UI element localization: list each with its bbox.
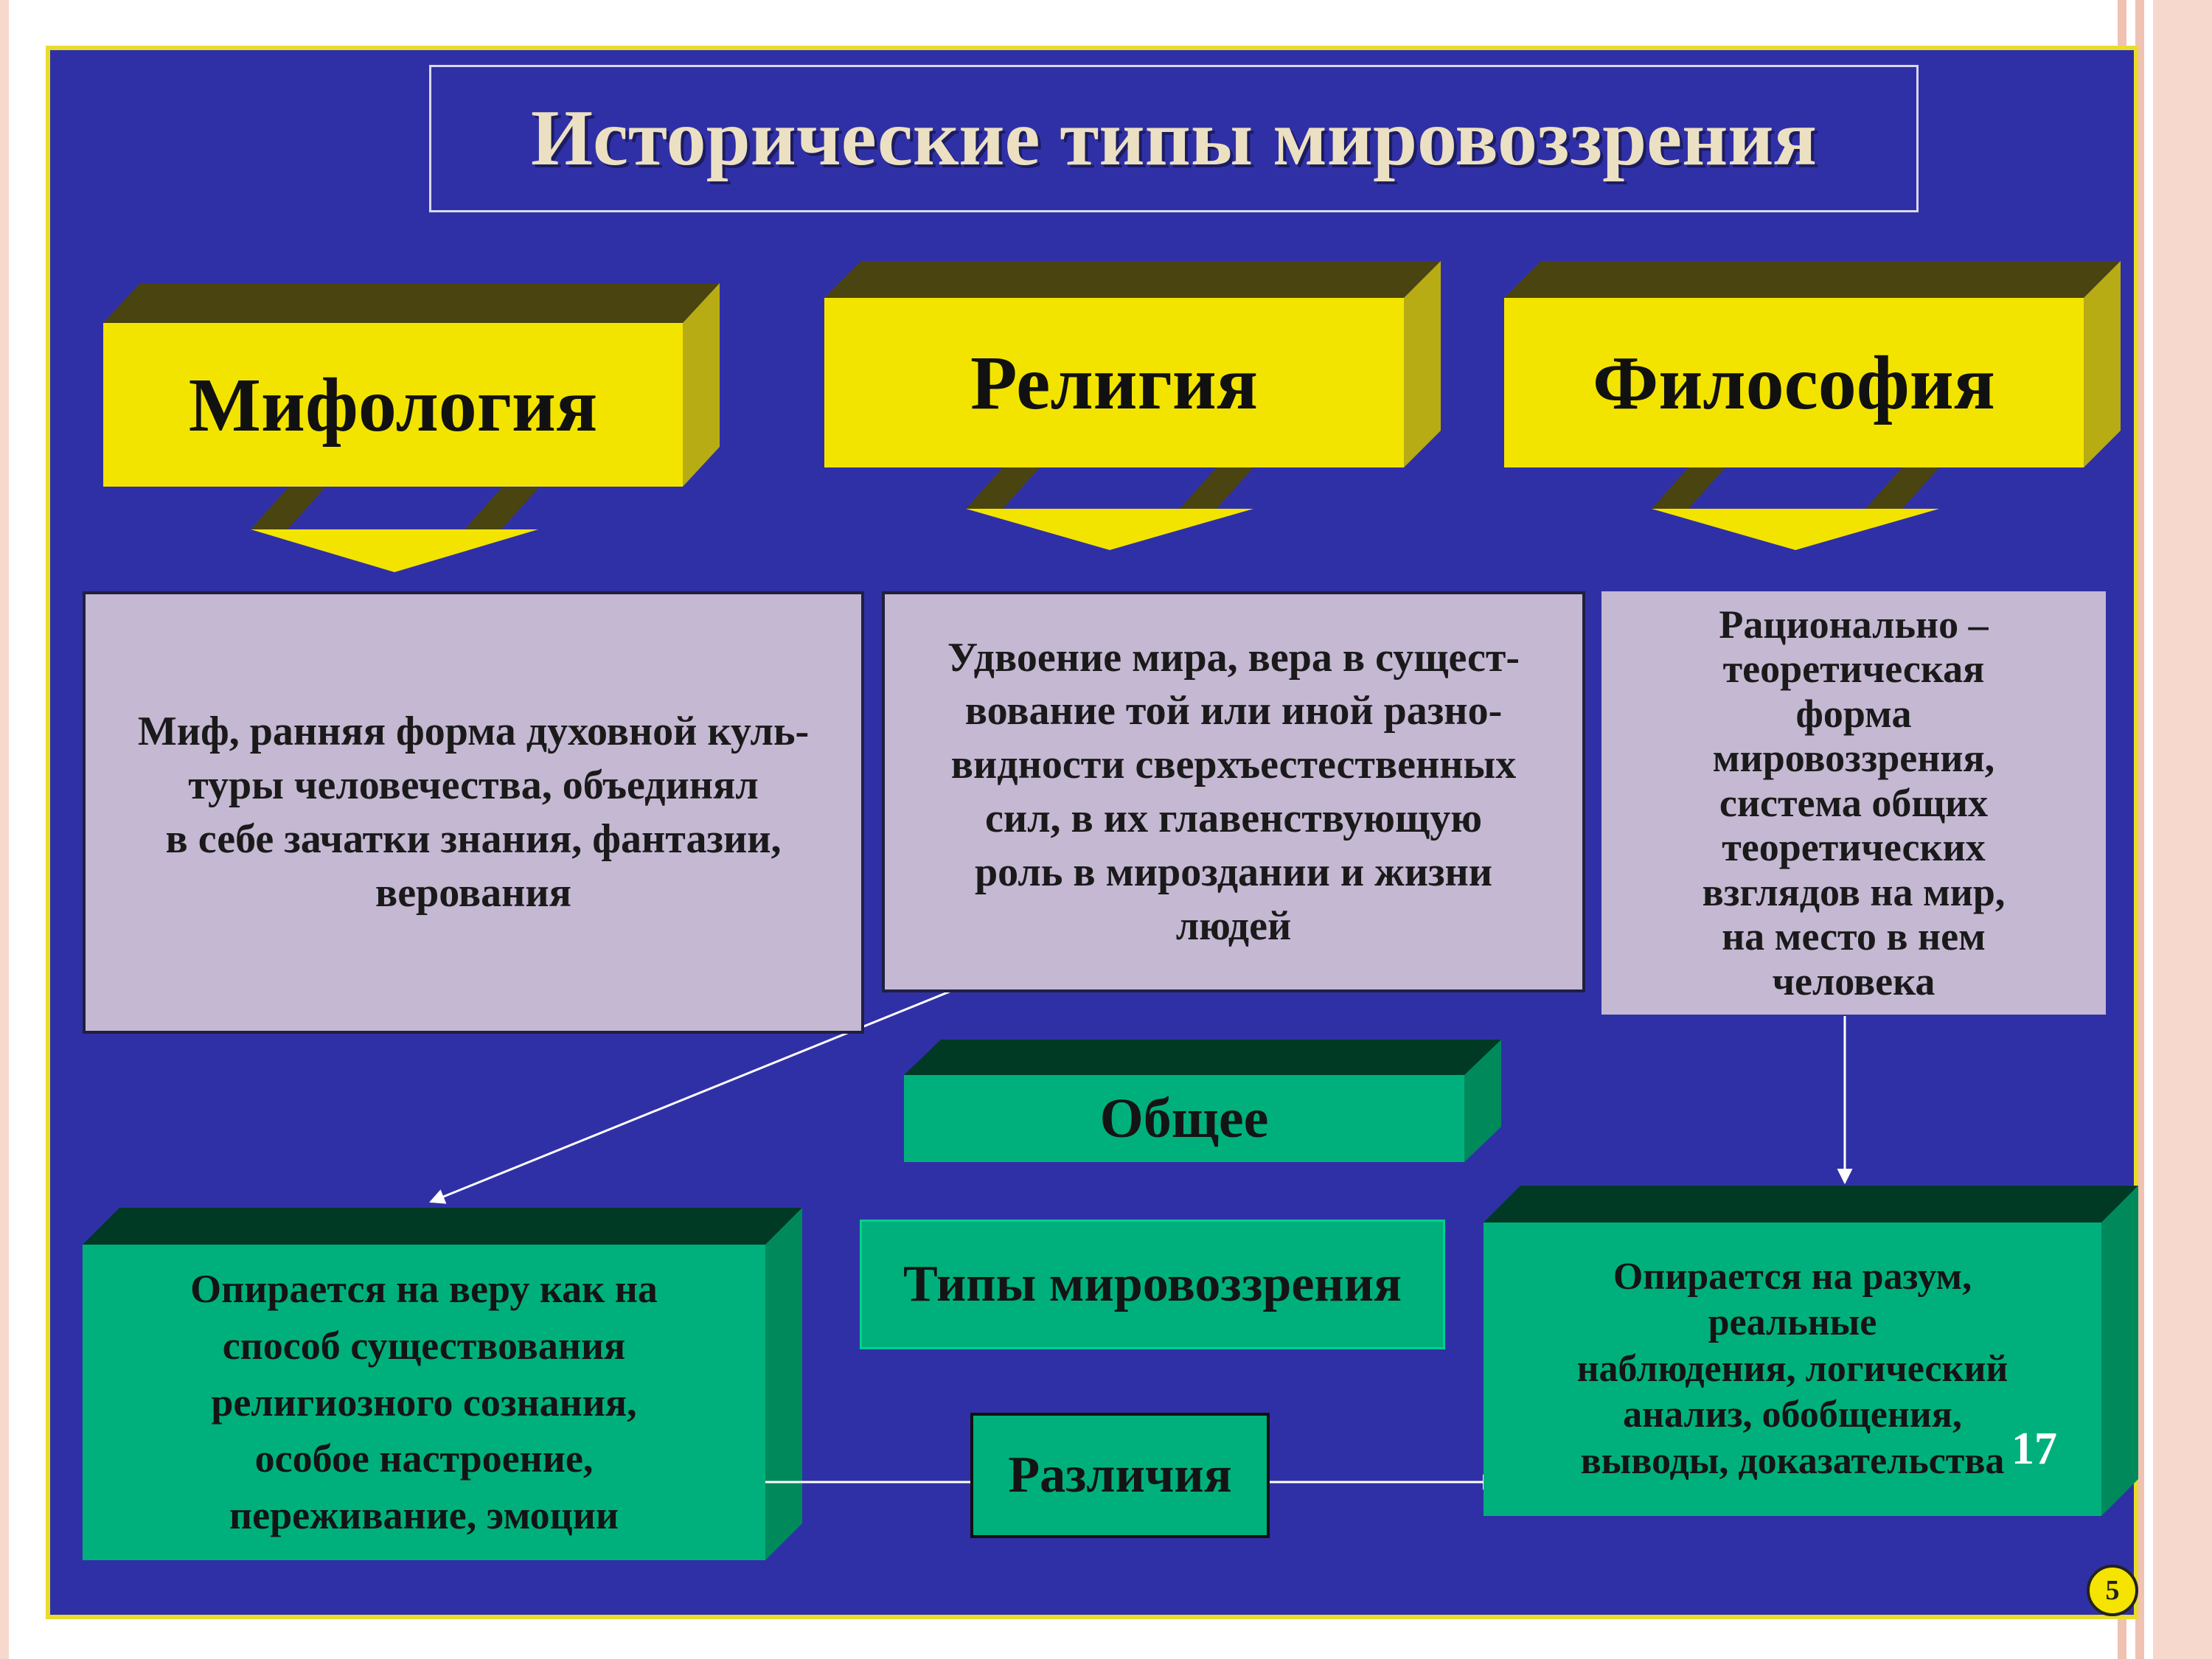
philosophy-description: Рационально – теоретическая форма мирово… [1601,591,2106,1015]
common-box-top [904,1040,1501,1075]
philosophy-arrow-tip [1652,509,1939,550]
common-box-side [1464,1040,1501,1162]
title-box: Исторические типы мировоззрения [429,65,1919,212]
differences-box: Различия [970,1413,1270,1538]
philosophy-box-top [1504,261,2121,298]
mythology-arrow-tip [251,529,538,572]
religion-basis-side [765,1208,802,1560]
frame-stripe [2153,0,2212,1659]
mythology-arrow-right-tab [465,488,538,529]
religion-label: Религия [970,340,1258,425]
mythology-arrow-left-tab [251,488,324,529]
religion-box-side [1404,261,1441,467]
philosophy-basis-side [2101,1186,2138,1516]
religion-arrow-right-tab [1180,467,1253,509]
worldview-types-box: Типы мировоззрения [860,1220,1445,1349]
philosophy-basis-top [1484,1186,2138,1222]
slide-badge: 5 [2087,1565,2138,1616]
religion-arrow-tip [966,509,1253,550]
mythology-box-top [103,283,720,323]
religion-arrow-left-tab [966,467,1040,509]
philosophy-label: Философия [1593,340,1995,425]
religion-description: Удвоение мира, вера в сущест- вование то… [882,591,1585,992]
philosophy-header: Философия [1504,298,2084,467]
religion-box-top [824,261,1441,298]
mythology-header: Мифология [103,323,683,487]
slide-title: Исторические типы мировоззрения [531,94,1817,182]
philosophy-arrow-right-tab [1865,467,1939,509]
religion-basis-top [83,1208,802,1245]
philosophy-basis-box: Опирается на разум, реальные наблюдения,… [1484,1222,2101,1516]
philosophy-arrow-left-tab [1652,467,1725,509]
mythology-label: Мифология [188,362,598,448]
page-frame-left [0,0,9,1659]
philosophy-box-side [2084,261,2121,467]
worldview-types-label: Типы мировоззрения [903,1256,1402,1312]
religion-to-basis-arrow [429,990,952,1204]
religion-header: Религия [824,298,1404,467]
mythology-description: Миф, ранняя форма духовной куль- туры че… [83,591,864,1034]
common-box: Общее [904,1075,1464,1162]
differences-label: Различия [1008,1447,1232,1503]
common-label: Общее [1099,1087,1269,1150]
religion-basis-box: Опирается на веру как на способ существо… [83,1245,765,1560]
mythology-box-side [683,283,720,487]
page-number: 17 [2011,1424,2057,1474]
